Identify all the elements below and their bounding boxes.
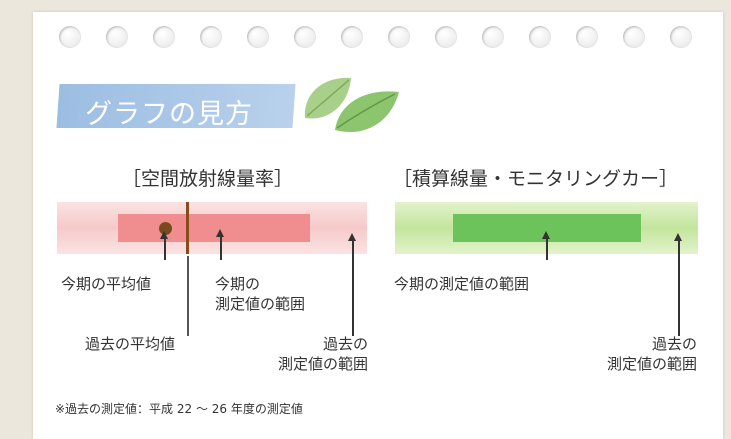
current-range-label-line2: 測定値の範囲 (215, 295, 306, 313)
binder-hole (482, 26, 504, 48)
binder-hole (59, 26, 81, 48)
binder-hole (200, 26, 222, 48)
past-average-leader (187, 256, 189, 336)
binder-hole (106, 26, 128, 48)
arrow (543, 231, 549, 260)
binder-hole (294, 26, 316, 48)
current-range-bar (118, 214, 310, 242)
binder-hole (623, 26, 645, 48)
binder-hole (435, 26, 457, 48)
binder-hole (247, 26, 269, 48)
past-range-label-line1: 過去の (322, 335, 368, 353)
binder-hole (529, 26, 551, 48)
past-range-label-line2: 測定値の範囲 (277, 355, 368, 373)
current-average-label: 今期の平均値 (61, 275, 152, 293)
binder-holes (33, 12, 723, 52)
arrow (217, 229, 223, 260)
arrow (349, 233, 355, 336)
guide-card: グラフの見方 ［空間放射線量率］ 今期の平均値 今期の 測定値の範囲 過去の平均… (33, 12, 723, 439)
past-average-label: 過去の平均値 (85, 335, 176, 353)
past-range-label-green-line1: 過去の (651, 335, 697, 353)
binder-hole (576, 26, 598, 48)
air-dose-title: ［空間放射線量率］ (122, 168, 294, 190)
current-range-label-green: 今期の測定値の範囲 (394, 275, 530, 293)
binder-hole (388, 26, 410, 48)
binder-hole (153, 26, 175, 48)
arrow (675, 233, 681, 336)
binder-hole (670, 26, 692, 48)
page-title: グラフの見方 (85, 99, 253, 130)
binder-hole (341, 26, 363, 48)
past-range-label-green-line2: 測定値の範囲 (606, 355, 697, 373)
leaf-icon (304, 77, 399, 133)
past-average-line (186, 202, 189, 254)
footnote: ※過去の測定値：平成 22 ～ 26 年度の測定値 (55, 402, 303, 416)
arrow (161, 231, 167, 260)
current-range-label-line1: 今期の (215, 275, 261, 293)
monitoring-car-title: ［積算線量・モニタリングカー］ (393, 168, 679, 190)
